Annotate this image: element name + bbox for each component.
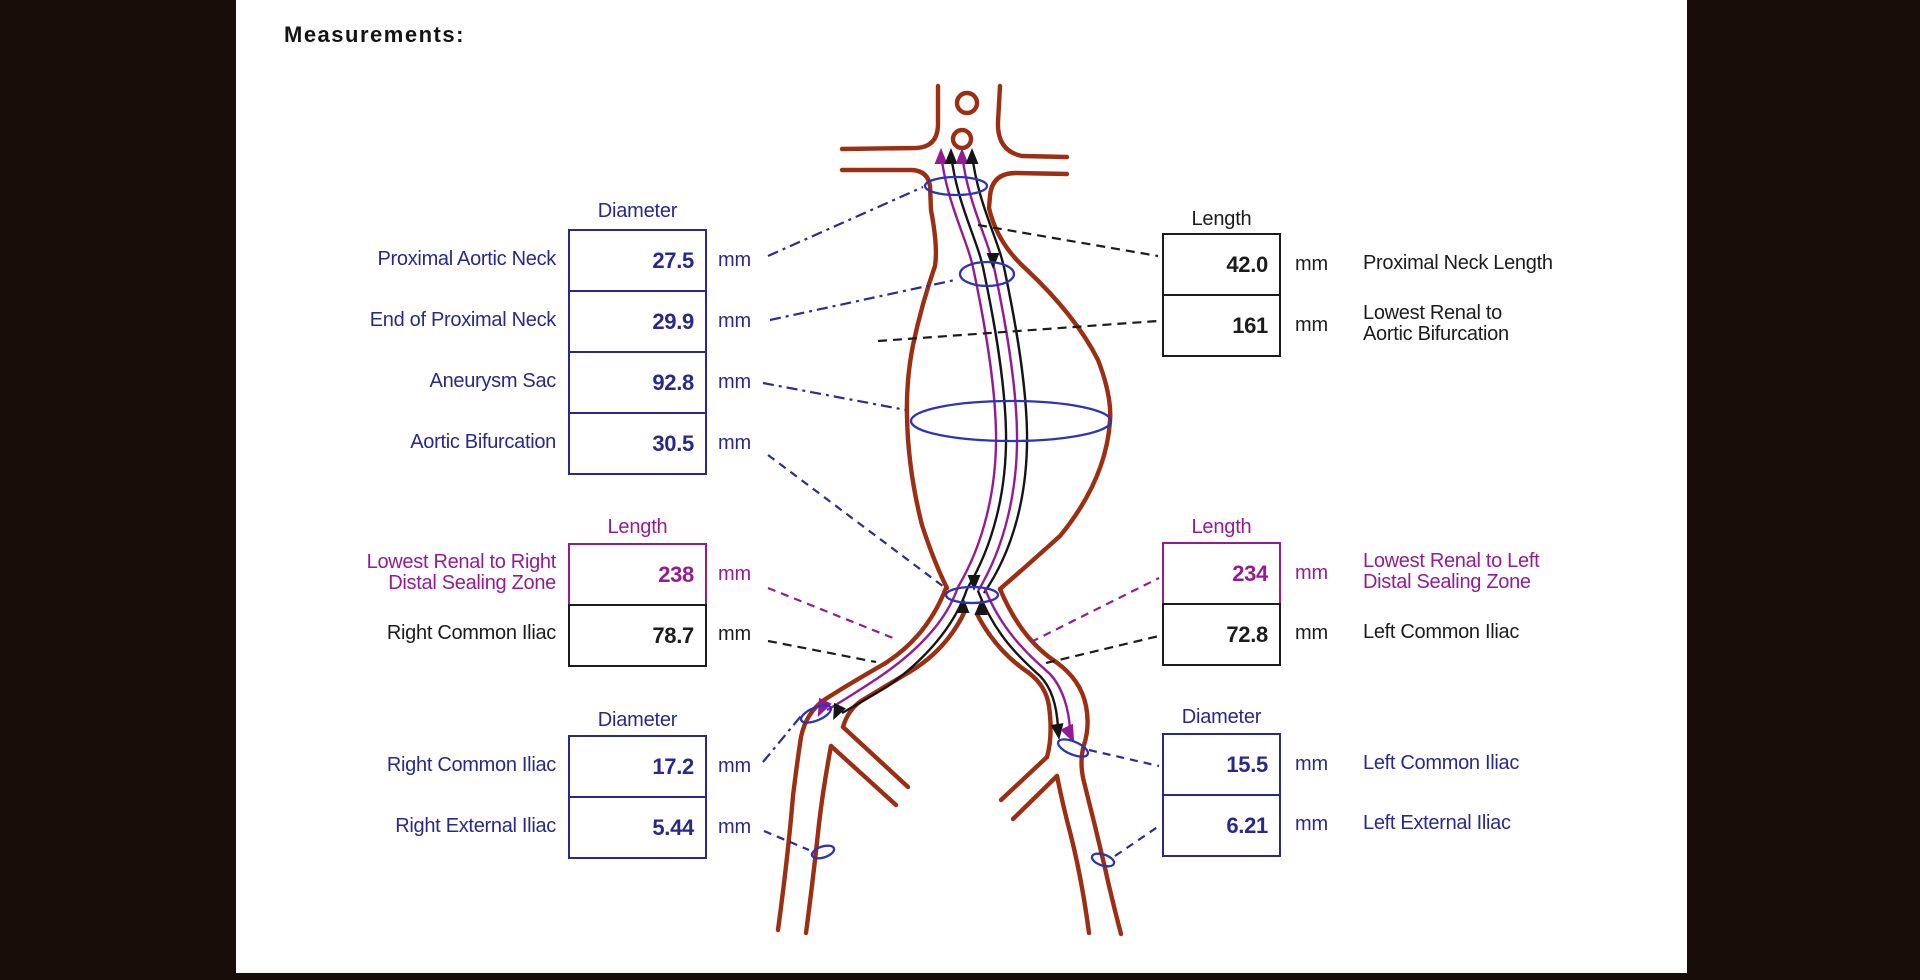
label-line: Aortic Bifurcation [1363, 323, 1509, 345]
label-proximal-aortic-neck: Proximal Aortic Neck [377, 248, 557, 270]
unit-label: mm [1295, 622, 1328, 644]
right-external-iliac-ellipse [810, 844, 836, 860]
left-iliac-inner-wall [974, 611, 1053, 760]
unit-label: mm [718, 816, 751, 838]
right-external-iliac-inner-wall [803, 743, 834, 936]
value-box-lowest-renal-left-seal: 234 [1162, 542, 1281, 605]
aorta-right-wall-upper [995, 83, 1070, 160]
header-diameter-bottom-left: Diameter [597, 709, 678, 731]
renal-ostium-icon [954, 90, 980, 116]
unit-label: mm [718, 432, 751, 454]
label-right-external-iliac: Right External Iliac [395, 815, 556, 837]
value-box-aneurysm-sac: 92.8 [568, 351, 707, 414]
page-title: Measurements: [284, 22, 465, 47]
unit-label: mm [718, 755, 751, 777]
label-right-common-iliac-length: Right Common Iliac [386, 622, 556, 644]
renal-ostium-icon [950, 127, 974, 151]
header-length-mid-right: Length [1191, 516, 1252, 538]
left-iliac-outer-wall [997, 586, 1124, 937]
value-box-left-common-iliac-diameter: 15.5 [1162, 733, 1281, 796]
header-diameter-bottom-right: Diameter [1181, 706, 1262, 728]
centerline-purple [960, 153, 1019, 592]
left-sealing-zone-ellipse [1056, 738, 1090, 758]
label-lowest-renal-left-seal: Lowest Renal to Left Distal Sealing Zone [1363, 551, 1693, 593]
label-line: Distal Sealing Zone [388, 572, 556, 594]
right-internal-iliac-branch [840, 724, 911, 790]
centerlines-icon [826, 153, 1072, 731]
left-external-iliac-ellipse [1090, 852, 1116, 868]
value-box-right-external-iliac: 5.44 [568, 796, 707, 859]
centerline-black [970, 153, 1029, 594]
left-internal-iliac-branch [998, 754, 1050, 803]
connector-lines-icon [762, 185, 1160, 857]
header-length-left: Length [607, 516, 668, 538]
unit-label: mm [1295, 562, 1328, 584]
measurement-ellipses-icon [799, 175, 1116, 868]
label-left-external-iliac: Left External Iliac [1363, 812, 1511, 834]
unit-label: mm [1295, 314, 1328, 336]
centerline-black [949, 153, 1008, 590]
header-diameter-top: Diameter [597, 200, 678, 222]
value-box-right-common-iliac-diameter: 17.2 [568, 735, 707, 798]
left-internal-iliac-branch [1010, 773, 1060, 822]
label-line: Lowest Renal to [1363, 302, 1502, 324]
aneurysm-sac-ellipse [909, 399, 1113, 443]
centerline-right-iliac-purple [826, 586, 960, 712]
unit-label: mm [1295, 753, 1328, 775]
centerline-purple [939, 153, 998, 588]
label-left-common-iliac-diameter: Left Common Iliac [1363, 752, 1520, 774]
aorta-right-wall-lower [986, 170, 1113, 592]
label-aortic-bifurcation: Aortic Bifurcation [410, 431, 556, 453]
unit-label: mm [718, 623, 751, 645]
vessel-walls-icon [775, 83, 1124, 937]
centerline-right-iliac-black [841, 588, 969, 715]
end-proximal-neck-ellipse [958, 260, 1016, 288]
label-line: Lowest Renal to Right [366, 551, 557, 573]
label-right-common-iliac-diameter: Right Common Iliac [386, 754, 556, 776]
value-box-end-proximal-neck: 29.9 [568, 290, 707, 353]
unit-label: mm [718, 563, 751, 585]
unit-label: mm [718, 249, 751, 271]
centerline-left-iliac-black [976, 590, 1060, 729]
value-box-proximal-neck-length: 42.0 [1162, 233, 1281, 296]
value-box-lowest-renal-to-bifurcation: 161 [1162, 294, 1281, 357]
value-box-left-external-iliac: 6.21 [1162, 794, 1281, 857]
header-length-top-right: Length [1191, 208, 1252, 230]
unit-label: mm [718, 310, 751, 332]
value-box-right-common-iliac-length: 78.7 [568, 604, 707, 667]
label-aneurysm-sac: Aneurysm Sac [429, 370, 557, 392]
value-box-left-common-iliac-length: 72.8 [1162, 603, 1281, 666]
aortic-bifurcation-ellipse [944, 585, 1000, 605]
label-end-proximal-neck: End of Proximal Neck [369, 309, 557, 331]
label-proximal-neck-length: Proximal Neck Length [1363, 252, 1553, 274]
unit-label: mm [1295, 253, 1328, 275]
unit-label: mm [1295, 813, 1328, 835]
value-box-aortic-bifurcation: 30.5 [568, 412, 707, 475]
label-lowest-renal-to-bifurcation: Lowest Renal to Aortic Bifurcation [1363, 303, 1693, 345]
label-lowest-renal-right-seal: Lowest Renal to Right Distal Sealing Zon… [226, 551, 557, 594]
aorta-left-wall-upper [839, 83, 941, 152]
label-left-common-iliac-length: Left Common Iliac [1363, 621, 1520, 643]
proximal-neck-ellipse [923, 175, 989, 197]
flow-arrows-icon [817, 148, 1075, 744]
value-box-proximal-aortic-neck: 27.5 [568, 229, 707, 292]
right-iliac-outer-wall [775, 585, 949, 933]
right-internal-iliac-branch [828, 743, 899, 808]
centerline-left-iliac-purple [983, 588, 1072, 731]
left-external-iliac-inner-wall [1054, 773, 1092, 936]
unit-label: mm [718, 371, 751, 393]
label-line: Lowest Renal to Left [1363, 550, 1540, 572]
label-line: Distal Sealing Zone [1363, 571, 1531, 593]
aorta-left-wall-lower [839, 167, 950, 591]
right-sealing-zone-ellipse [799, 704, 833, 724]
value-box-lowest-renal-right-seal: 238 [568, 543, 707, 606]
